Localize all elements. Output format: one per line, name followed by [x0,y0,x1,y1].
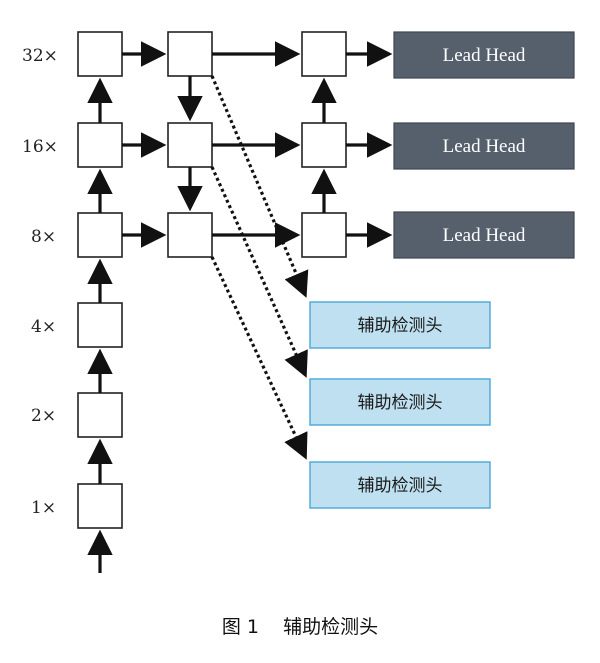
backbone-node-32x [77,31,123,77]
backbone-node-1x [77,483,123,529]
dotted-arrow-aux-32x [210,75,309,298]
figure-caption: 图 1 辅助检测头 [0,612,600,639]
aux-head-box-1 [309,301,491,349]
backbone-node-16x [77,122,123,168]
aux-head-label-1: 辅助检测头 [358,316,443,336]
scale-label-2x: 2× [31,406,56,426]
bottomup-node-8x [301,212,347,258]
aux-head-label-3: 辅助检测头 [358,476,443,496]
lead-head-box-16x [393,122,575,170]
figure-title: 辅助检测头 [283,616,379,638]
backbone-node-4x [77,302,123,348]
bottomup-node-16x [301,122,347,168]
aux-head-box-2 [309,378,491,426]
topdown-node-32x [167,31,213,77]
aux-head-box-3 [309,461,491,509]
lead-head-label-32x: Lead Head [443,45,526,66]
scale-label-16x: 16× [22,137,58,157]
scale-label-1x: 1× [31,498,56,518]
figure-number: 图 1 [221,616,259,638]
scale-label-8x: 8× [31,227,56,247]
scale-label-32x: 32× [22,46,58,66]
scale-label-4x: 4× [31,317,56,337]
lead-head-box-32x [393,31,575,79]
lead-head-label-16x: Lead Head [443,136,526,157]
aux-head-label-2: 辅助检测头 [358,393,443,413]
dotted-arrow-aux-8x [210,256,308,460]
lead-head-label-8x: Lead Head [443,225,526,246]
backbone-node-2x [77,392,123,438]
dotted-arrow-aux-16x [210,166,308,378]
lead-head-box-8x [393,211,575,259]
bottomup-node-32x [301,31,347,77]
backbone-node-8x [77,212,123,258]
topdown-node-8x [167,212,213,258]
topdown-node-16x [167,122,213,168]
